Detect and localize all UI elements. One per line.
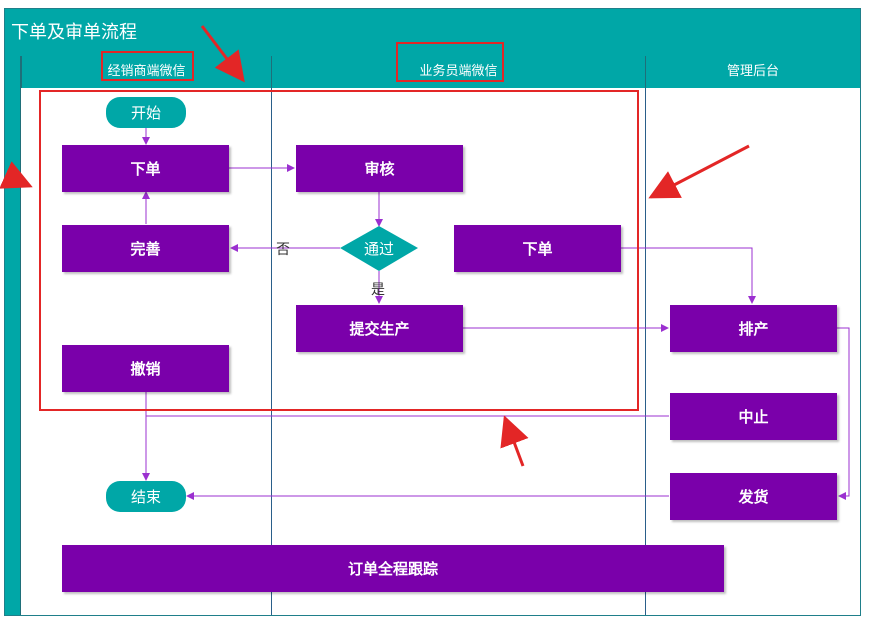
node-pass-label: 通过 bbox=[363, 240, 394, 258]
annotation-arrow-left bbox=[0, 161, 33, 189]
node-ship: 发货 bbox=[670, 473, 837, 520]
node-cancel: 撤销 bbox=[62, 345, 229, 392]
lane-divider-1 bbox=[271, 88, 272, 615]
edge-label-yes: 是 bbox=[371, 282, 385, 298]
node-submit-production: 提交生产 bbox=[296, 305, 463, 352]
decision-diamond-pass bbox=[340, 226, 418, 271]
diagram-title: 下单及审单流程 bbox=[5, 9, 860, 56]
node-place-order-sales: 下单 bbox=[454, 225, 621, 272]
lane-header-admin: 管理后台 bbox=[645, 56, 860, 88]
node-order-tracking: 订单全程跟踪 bbox=[62, 545, 724, 592]
node-schedule: 排产 bbox=[670, 305, 837, 352]
highlight-dealer-header bbox=[101, 51, 194, 81]
node-review: 审核 bbox=[296, 145, 463, 192]
node-improve: 完善 bbox=[62, 225, 229, 272]
edge-label-no: 否 bbox=[276, 242, 290, 258]
lane-header-sales: 业务员端微信 bbox=[271, 56, 645, 88]
node-start: 开始 bbox=[106, 97, 186, 128]
annotation-arrow-top bbox=[200, 25, 245, 83]
highlight-main-region bbox=[39, 90, 639, 411]
lane-divider-2 bbox=[645, 88, 646, 615]
left-strip bbox=[5, 56, 21, 615]
node-end: 结束 bbox=[106, 481, 186, 512]
node-place-order-dealer: 下单 bbox=[62, 145, 229, 192]
highlight-sales-header bbox=[396, 42, 504, 82]
edge-sales-order-to-schedule bbox=[621, 247, 756, 304]
edge-schedule-to-ship bbox=[837, 327, 850, 500]
annotation-arrow-right bbox=[648, 144, 750, 199]
annotation-arrow-bottom bbox=[500, 415, 529, 467]
node-halt: 中止 bbox=[670, 393, 837, 440]
